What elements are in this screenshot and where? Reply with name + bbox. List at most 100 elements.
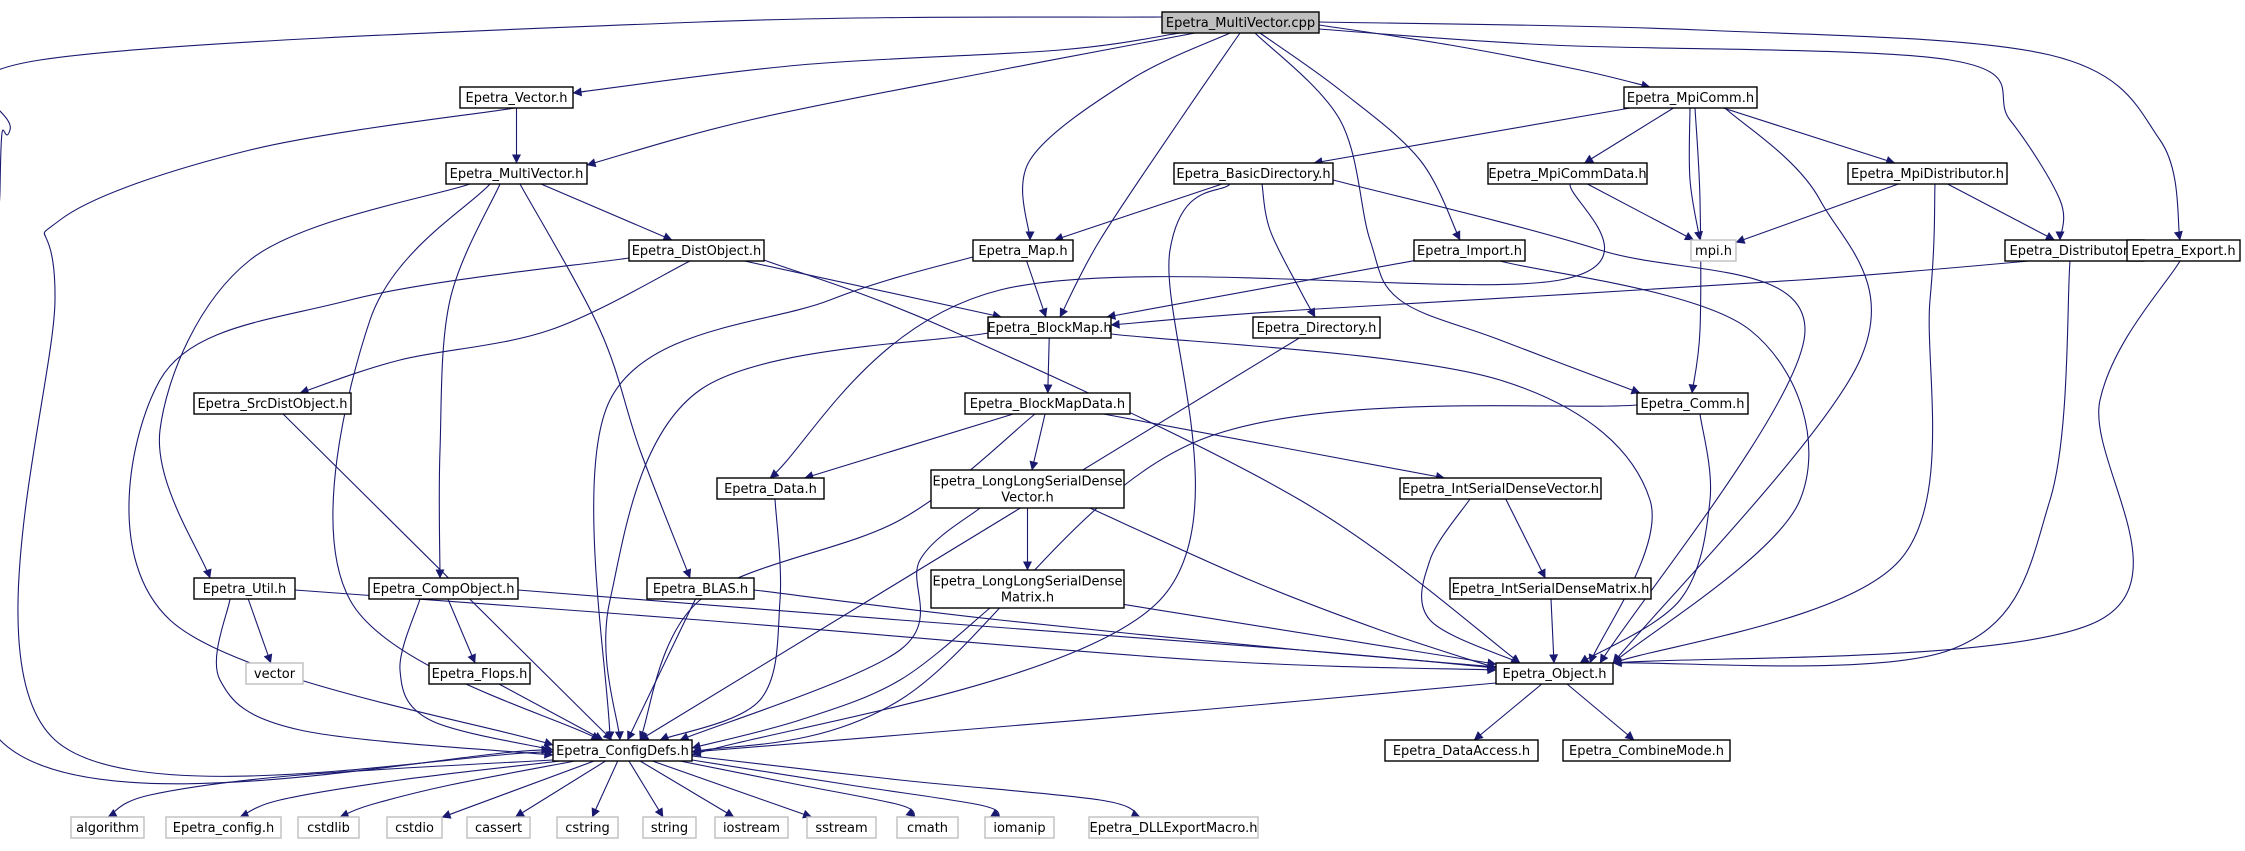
edge-basicdirectory_h-to-object_h bbox=[1332, 179, 1806, 664]
node-dataaccess-h[interactable]: Epetra_DataAccess.h bbox=[1384, 739, 1539, 762]
node-sstream: sstream bbox=[806, 816, 877, 839]
edge-configdefs_h-to-cstdlib bbox=[339, 760, 576, 818]
node-cstring: cstring bbox=[556, 816, 619, 839]
edge-comm_h-to-configdefs_h bbox=[691, 404, 1638, 755]
node-isdvector-h[interactable]: Epetra_IntSerialDenseVector.h bbox=[1399, 477, 1602, 500]
edge-distobject_h-to-object_h bbox=[763, 259, 1521, 664]
node-label: iostream bbox=[723, 821, 780, 836]
node-blockmapdata-h[interactable]: Epetra_BlockMapData.h bbox=[964, 392, 1131, 415]
edge-configdefs_h-to-algorithm bbox=[107, 759, 554, 818]
node-blas-h[interactable]: Epetra_BLAS.h bbox=[646, 577, 755, 600]
edge-mpicomm_h-to-mpidistributor_h bbox=[1723, 107, 1896, 165]
node-isdmatrix-h[interactable]: Epetra_IntSerialDenseMatrix.h bbox=[1449, 577, 1652, 600]
node-configdefs-h[interactable]: Epetra_ConfigDefs.h bbox=[552, 739, 693, 762]
edge-basicdirectory_h-to-map_h bbox=[1054, 183, 1223, 242]
node-label: cstdio bbox=[395, 821, 434, 836]
edge-compobject_h-to-configdefs_h bbox=[399, 598, 554, 753]
node-root[interactable]: Epetra_MultiVector.cpp bbox=[1161, 11, 1320, 34]
node-combinemode-h[interactable]: Epetra_CombineMode.h bbox=[1562, 739, 1731, 762]
node-box bbox=[556, 816, 619, 839]
node-box bbox=[1413, 239, 1526, 262]
edge-mpicomm_h-to-object_h bbox=[1612, 107, 1872, 664]
node-label: Epetra_BLAS.h bbox=[653, 582, 748, 597]
edge-blockmap_h-to-blockmapdata_h bbox=[1043, 337, 1053, 394]
node-box bbox=[1449, 577, 1652, 600]
edge-configdefs_h-to-iostream bbox=[639, 760, 735, 818]
node-box bbox=[1487, 162, 1648, 185]
node-compobject-h[interactable]: Epetra_CompObject.h bbox=[368, 577, 519, 600]
node-object-h[interactable]: Epetra_Object.h bbox=[1495, 662, 1614, 685]
edge-mpicomm_h-to-basicdirectory_h bbox=[1313, 107, 1631, 166]
node-box bbox=[1384, 739, 1539, 762]
node-label: Vector.h bbox=[1001, 491, 1054, 506]
edges-layer bbox=[0, 16, 2183, 819]
node-label: Epetra_Util.h bbox=[203, 582, 287, 597]
node-label: cmath bbox=[907, 821, 948, 836]
edge-isdmatrix_h-to-object_h bbox=[1549, 598, 1559, 664]
edge-root-to-multivector_h bbox=[586, 32, 1196, 168]
edge-root-to-configdefs_h bbox=[0, 16, 1163, 785]
node-box bbox=[972, 239, 1074, 262]
edge-blockmap_h-to-configdefs_h bbox=[605, 332, 989, 741]
edge-mpidistributor_h-to-object_h bbox=[1612, 183, 1936, 665]
node-distributor-h[interactable]: Epetra_Distributor.h bbox=[2004, 239, 2145, 262]
node-export-h[interactable]: Epetra_Export.h bbox=[2126, 239, 2241, 262]
edge-flops_h-to-configdefs_h bbox=[498, 683, 604, 741]
node-box bbox=[70, 816, 145, 839]
node-vector-h[interactable]: Epetra_Vector.h bbox=[459, 86, 574, 109]
node-srcdistobject-h[interactable]: Epetra_SrcDistObject.h bbox=[193, 392, 352, 415]
node-box bbox=[466, 816, 531, 839]
node-flops-h[interactable]: Epetra_Flops.h bbox=[428, 662, 531, 685]
node-mpidistributor-h[interactable]: Epetra_MpiDistributor.h bbox=[1847, 162, 2008, 185]
node-mpicomm-h[interactable]: Epetra_MpiComm.h bbox=[1623, 86, 1758, 109]
node-box bbox=[552, 739, 693, 762]
node-label: Epetra_BasicDirectory.h bbox=[1176, 167, 1330, 182]
node-data-h[interactable]: Epetra_Data.h bbox=[716, 477, 825, 500]
node-label: Epetra_Import.h bbox=[1417, 244, 1522, 259]
edge-mpicommdata_h-to-mpi_h bbox=[1587, 183, 1694, 241]
edge-import_h-to-blockmap_h bbox=[1106, 260, 1415, 320]
node-label: Epetra_Flops.h bbox=[432, 667, 528, 682]
edge-util_h-to-object_h bbox=[294, 589, 1497, 675]
node-map-h[interactable]: Epetra_Map.h bbox=[972, 239, 1074, 262]
node-algorithm: algorithm bbox=[70, 816, 145, 839]
node-label: Epetra_CombineMode.h bbox=[1569, 744, 1724, 759]
edge-util_h-to-configdefs_h bbox=[215, 598, 554, 759]
node-blockmap-h[interactable]: Epetra_BlockMap.h bbox=[987, 316, 1112, 339]
node-config-h: Epetra_config.h bbox=[165, 816, 282, 839]
node-multivector-h[interactable]: Epetra_MultiVector.h bbox=[445, 162, 588, 185]
node-box bbox=[642, 816, 697, 839]
node-box bbox=[984, 816, 1055, 839]
node-label: Epetra_MpiDistributor.h bbox=[1851, 167, 2004, 182]
edge-configdefs_h-to-cstring bbox=[591, 760, 619, 818]
node-util-h[interactable]: Epetra_Util.h bbox=[193, 577, 296, 600]
node-box bbox=[806, 816, 877, 839]
node-box bbox=[714, 816, 789, 839]
node-directory-h[interactable]: Epetra_Directory.h bbox=[1252, 316, 1381, 339]
edge-distobject_h-to-blockmap_h bbox=[744, 260, 1002, 320]
node-cmath: cmath bbox=[896, 816, 959, 839]
edge-mpicommdata_h-to-data_h bbox=[769, 183, 1605, 479]
node-box bbox=[193, 392, 352, 415]
node-distobject-h[interactable]: Epetra_DistObject.h bbox=[628, 239, 765, 262]
node-box bbox=[193, 577, 296, 600]
edge-vector_h-to-configdefs_h bbox=[17, 107, 554, 777]
node-label: string bbox=[651, 821, 688, 836]
node-label: cstdlib bbox=[307, 821, 350, 836]
node-cstdio: cstdio bbox=[386, 816, 443, 839]
edge-mpidistributor_h-to-mpi_h bbox=[1735, 183, 1899, 244]
node-box bbox=[459, 86, 574, 109]
node-basicdirectory-h[interactable]: Epetra_BasicDirectory.h bbox=[1173, 162, 1334, 185]
edge-root-to-map_h bbox=[1022, 32, 1231, 241]
node-mpicommdata-h[interactable]: Epetra_MpiCommData.h bbox=[1487, 162, 1648, 185]
node-import-h[interactable]: Epetra_Import.h bbox=[1413, 239, 1526, 262]
node-label: Epetra_CompObject.h bbox=[372, 582, 514, 597]
node-label: sstream bbox=[815, 821, 867, 836]
node-box bbox=[987, 316, 1112, 339]
edge-object_h-to-dataaccess_h bbox=[1473, 683, 1543, 741]
edge-export_h-to-blockmap_h bbox=[1110, 251, 2128, 329]
edge-root-to-import_h bbox=[1259, 32, 1461, 241]
node-comm-h[interactable]: Epetra_Comm.h bbox=[1636, 392, 1749, 415]
